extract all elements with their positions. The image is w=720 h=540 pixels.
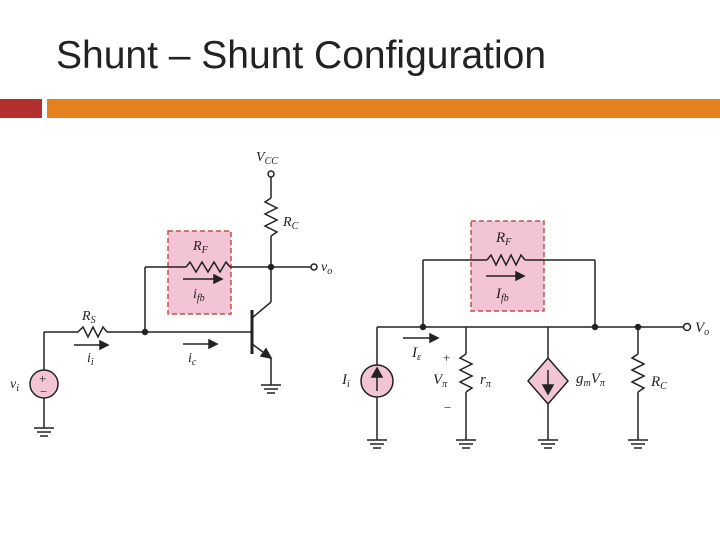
rf-resistor	[185, 260, 231, 274]
accent-bar-left	[0, 99, 42, 118]
rc-resistor-small-signal	[630, 353, 646, 393]
slide-title: Shunt – Shunt Configuration	[56, 34, 547, 77]
right-feedback-box	[470, 220, 545, 312]
vo-label-small-signal: Vo	[695, 320, 709, 338]
rc-resistor	[263, 197, 279, 237]
ii-label-small-signal: Ii	[341, 372, 350, 390]
vcc-terminal	[267, 170, 275, 178]
gm-vpi-label: gmVπ	[576, 371, 606, 389]
rs-label: RS	[81, 309, 96, 326]
right-circuit	[360, 220, 692, 449]
vo-terminal	[310, 263, 318, 271]
rc-label-small-signal: RC	[650, 374, 667, 392]
vcc-label: VCC	[256, 150, 278, 167]
vpi-minus: −	[444, 400, 451, 415]
left-circuit	[29, 170, 318, 437]
vi-minus: −	[40, 384, 47, 399]
iepsilon-label: Iε	[411, 345, 421, 363]
vpi-label: Vπ	[433, 372, 448, 390]
rf-resistor-small-signal	[486, 253, 526, 267]
vo-terminal-small-signal	[682, 322, 692, 332]
ic-label: ic	[188, 351, 197, 368]
vo-label: vo	[321, 260, 332, 277]
accent-bar-right	[47, 99, 720, 118]
ifb-label: ifb	[193, 287, 205, 304]
rc-label: RC	[282, 215, 299, 232]
ii-label: ii	[87, 351, 94, 368]
vi-label: vi	[10, 377, 19, 394]
rs-resistor	[77, 325, 108, 339]
ifb-label-small-signal: Ifb	[495, 286, 509, 304]
vpi-plus: +	[443, 350, 450, 365]
rpi-resistor	[458, 353, 474, 393]
rf-label: RF	[192, 239, 209, 256]
vi-plus: +	[39, 371, 46, 386]
rf-label-small-signal: RF	[495, 230, 512, 248]
rpi-label: rπ	[480, 372, 492, 390]
